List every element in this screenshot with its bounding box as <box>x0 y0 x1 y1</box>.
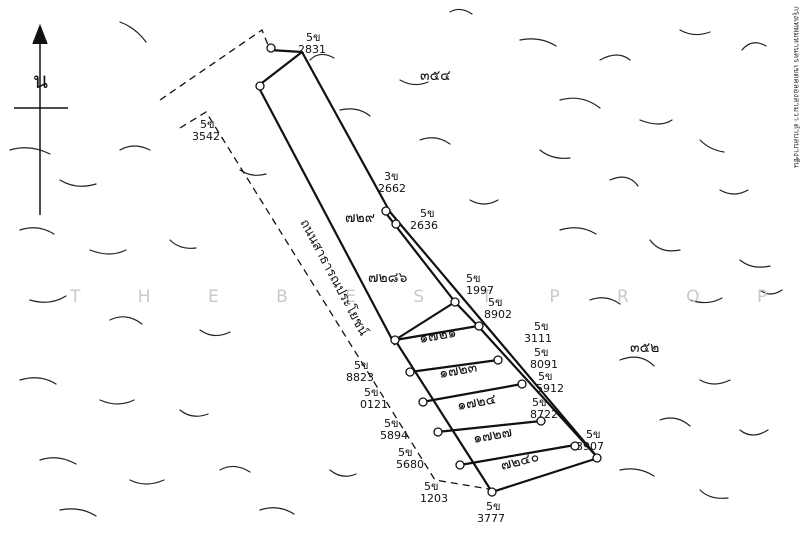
mark-number: 8823 <box>346 371 374 384</box>
mark-number: 2662 <box>378 182 406 195</box>
mark-prefix: 5ข <box>486 500 501 513</box>
parcel-label-right-mid: ๓๕๒ <box>630 340 659 356</box>
mark-prefix: 5ข <box>424 480 439 493</box>
parcel-label-p1: ๑๗๒๑ <box>418 325 458 347</box>
mark-number: 8902 <box>484 308 512 321</box>
background-texture <box>9 8 783 517</box>
parcel-label-top-right: ๓๕๔ <box>420 68 451 84</box>
mark-number: 1203 <box>420 492 448 505</box>
parcel-label-p4: ๑๗๒๗ <box>472 424 513 447</box>
mark-number: 2831 <box>298 43 326 56</box>
north-symbol: น <box>33 69 48 94</box>
mark-number: 3907 <box>576 440 604 453</box>
mark-prefix: 5ข <box>354 359 369 372</box>
mark-prefix: 5ข <box>538 370 553 383</box>
mark-number: 8091 <box>530 358 558 371</box>
mark-prefix: 5ข <box>420 207 435 220</box>
parcel-outline <box>257 48 599 494</box>
mark-number: 3777 <box>477 512 505 525</box>
mark-prefix: 5ข <box>586 428 601 441</box>
mark-prefix: 5ข <box>532 396 547 409</box>
parcel-label-long-strip: ๗๒๘๖ <box>368 270 408 286</box>
mark-number: 1997 <box>466 284 494 297</box>
parcel-label-p5: ๗๒๔๐ <box>499 449 541 474</box>
mark-prefix: 5ข <box>466 272 481 285</box>
north-arrow <box>14 23 68 215</box>
watermark: T H E B E S T P R O P E R T Y <box>69 287 800 307</box>
mark-number: 5680 <box>396 458 424 471</box>
mark-prefix: 5ข <box>534 320 549 333</box>
mark-prefix: 5ข <box>384 417 399 430</box>
mark-prefix: 3ข <box>384 170 399 183</box>
mark-number: 5894 <box>380 429 408 442</box>
mark-number: 8722 <box>530 408 558 421</box>
mark-prefix: 5ข <box>534 346 549 359</box>
parcel-label-p2: ๑๗๒๓ <box>438 360 478 382</box>
mark-prefix: 5ข <box>488 296 503 309</box>
boundary-mark-circles <box>255 43 602 497</box>
mark-prefix: 5ข <box>364 386 379 399</box>
mark-prefix: 5ข <box>200 118 215 131</box>
mark-number: 5912 <box>536 382 564 395</box>
mark-prefix: 5ข <box>306 31 321 44</box>
mark-number: 3542 <box>192 130 220 143</box>
parcel-label-p3: ๑๗๒๔ <box>456 391 497 414</box>
mark-number: 0121 <box>360 398 388 411</box>
mark-number: 3111 <box>524 332 552 345</box>
road-boundary <box>159 29 496 491</box>
mark-number: 2636 <box>410 219 438 232</box>
margin-text: กรุงเทพมหานคร เขตคลองสามวา ตำบลบางชัน <box>792 6 800 168</box>
mark-prefix: 5ข <box>398 446 413 459</box>
parcel-label-mid: ๗๒๙ <box>345 210 375 226</box>
